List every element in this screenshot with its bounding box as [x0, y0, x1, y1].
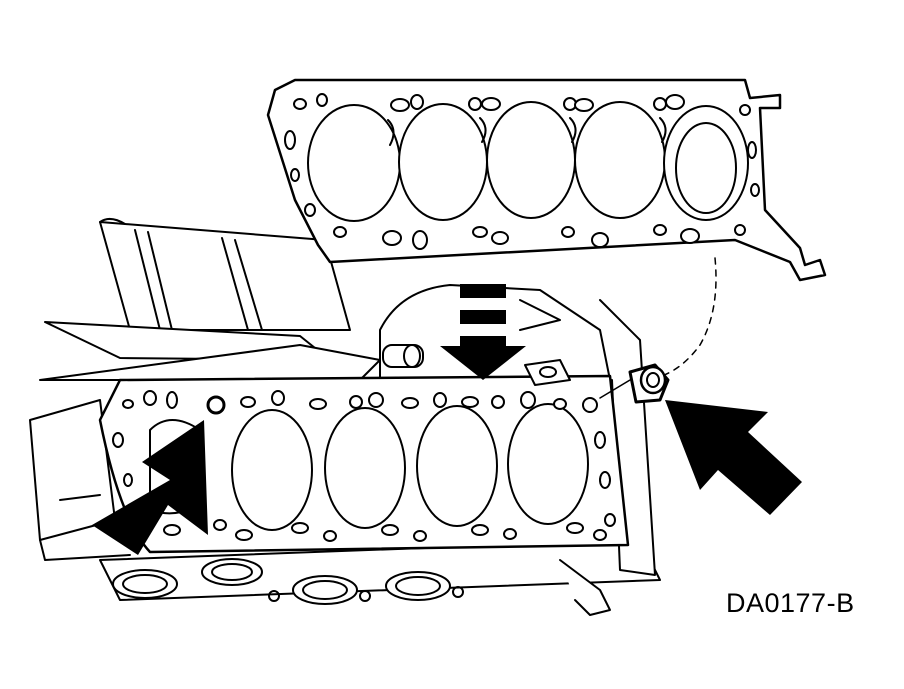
coolant-passage-ring [206, 395, 226, 415]
ring-callout-arrow [92, 420, 208, 555]
dowel-pin-enlarged [628, 363, 670, 404]
upper-head-gasket [266, 78, 827, 282]
bearing-bores [112, 558, 464, 605]
figure-code: DA0177-B [726, 588, 855, 618]
dowel-callout-arrow [665, 400, 802, 515]
dowel-pin [382, 344, 424, 368]
cylinder-block-deck [98, 374, 630, 554]
dowel-leader-line [654, 257, 717, 379]
install-direction-arrow [440, 284, 526, 380]
